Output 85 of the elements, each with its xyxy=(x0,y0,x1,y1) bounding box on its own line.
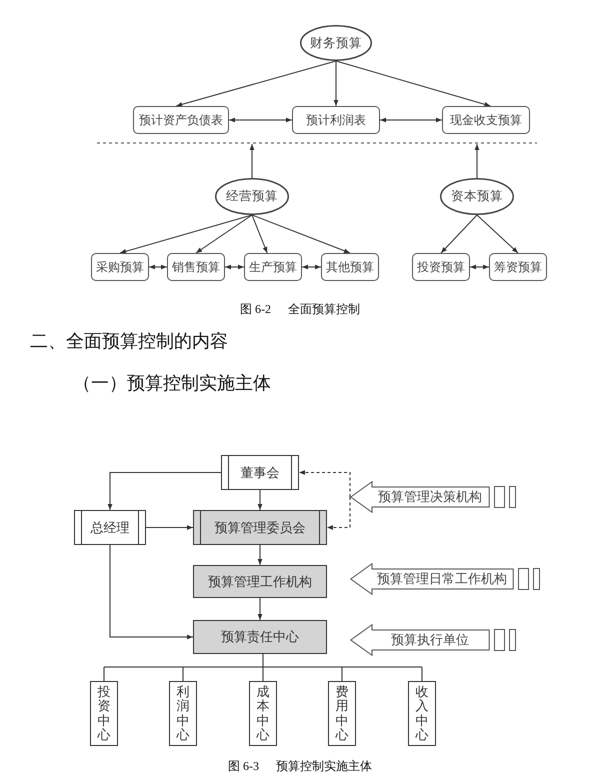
arrow xyxy=(476,214,518,254)
rounded-box xyxy=(244,253,302,281)
node-label: 总经理 xyxy=(90,518,130,537)
node-label: 预计利润表 xyxy=(306,112,366,129)
double-arrow xyxy=(470,264,490,270)
node-label: 预算管理委员会 xyxy=(214,518,306,537)
vertical-box xyxy=(408,681,436,746)
rounded-box xyxy=(442,106,530,134)
block-arrow xyxy=(350,624,490,656)
arrow xyxy=(336,60,491,107)
node-label: 生产预算 xyxy=(249,259,297,276)
shaded-box xyxy=(193,565,327,598)
ellipse-node xyxy=(215,178,289,215)
ellipse-node xyxy=(440,178,514,215)
vertical-box xyxy=(90,681,118,746)
node-label: 投资中心 xyxy=(98,684,110,742)
node-label: 利润中心 xyxy=(176,684,190,742)
double-arrow xyxy=(228,118,292,122)
node-label: 投资预算 xyxy=(417,259,465,276)
connector-line xyxy=(104,654,422,668)
arrow xyxy=(334,60,338,106)
node-label: 董事会 xyxy=(240,464,280,482)
block-arrow xyxy=(350,481,490,513)
block-arrow xyxy=(350,563,514,595)
rounded-box xyxy=(321,253,379,281)
node-label: 预算管理工作机构 xyxy=(208,572,312,591)
section-heading: 二、全面预算控制的内容 xyxy=(30,330,228,352)
double-bordered-box xyxy=(74,510,146,545)
figure-caption: 全面预算控制 xyxy=(288,302,360,317)
rounded-box xyxy=(91,253,149,281)
figure-number: 图 6-2 xyxy=(240,302,271,317)
vertical-box xyxy=(169,681,197,746)
node-label: 费用中心 xyxy=(336,684,348,742)
node-label: 销售预算 xyxy=(172,259,220,276)
double-arrow xyxy=(380,118,442,122)
node-label: 采购预算 xyxy=(96,259,144,276)
node-label: 预算管理日常工作机构 xyxy=(377,570,507,588)
node-label: 现金收支预算 xyxy=(450,112,522,129)
node-label: 预算执行单位 xyxy=(391,631,469,650)
node-label: 财务预算 xyxy=(310,34,362,52)
shaded-box xyxy=(193,620,327,654)
rounded-box xyxy=(133,106,229,134)
double-arrow xyxy=(224,264,244,270)
figure-number: 图 6-3 xyxy=(228,759,259,774)
arrow xyxy=(440,214,478,254)
arrow xyxy=(252,214,268,254)
node-label: 资本预算 xyxy=(451,188,503,206)
figure-caption: 预算控制实施主体 xyxy=(276,759,372,774)
arrow xyxy=(196,214,252,254)
subsection-heading: （一）预算控制实施主体 xyxy=(73,372,271,394)
arrow xyxy=(110,544,194,640)
rounded-box xyxy=(292,106,380,134)
dashed-arrow xyxy=(298,470,350,498)
node-label: 经营预算 xyxy=(226,188,278,206)
vertical-box xyxy=(328,681,356,746)
arrow xyxy=(258,598,262,620)
vertical-box xyxy=(249,681,277,746)
double-bordered-box xyxy=(221,455,299,490)
shaded-double-bordered-box xyxy=(193,510,327,545)
arrow xyxy=(120,214,252,254)
node-label: 预算责任中心 xyxy=(221,628,299,646)
arrow xyxy=(250,144,254,178)
ellipse-node xyxy=(300,25,372,61)
node-label: 筹资预算 xyxy=(494,259,542,276)
node-label: 预算管理决策机构 xyxy=(378,488,482,506)
arrow xyxy=(258,490,262,510)
arrow xyxy=(474,144,480,178)
rounded-box xyxy=(489,253,547,281)
arrow xyxy=(258,544,262,566)
arrow xyxy=(108,472,222,510)
node-label: 其他预算 xyxy=(326,259,374,276)
double-arrow xyxy=(302,264,322,270)
connector-line xyxy=(262,666,264,682)
dashed-separator xyxy=(97,142,537,144)
double-arrow xyxy=(148,264,168,270)
connector-line xyxy=(182,666,184,682)
node-label: 成本中心 xyxy=(256,684,270,742)
node-label: 预计资产负债表 xyxy=(139,112,223,129)
arrow xyxy=(252,214,350,254)
rounded-box xyxy=(167,253,225,281)
rounded-box xyxy=(412,253,470,281)
arrow xyxy=(146,525,194,530)
node-label: 收入中心 xyxy=(416,684,428,742)
dashed-arrow xyxy=(326,496,350,530)
arrow xyxy=(176,60,336,107)
